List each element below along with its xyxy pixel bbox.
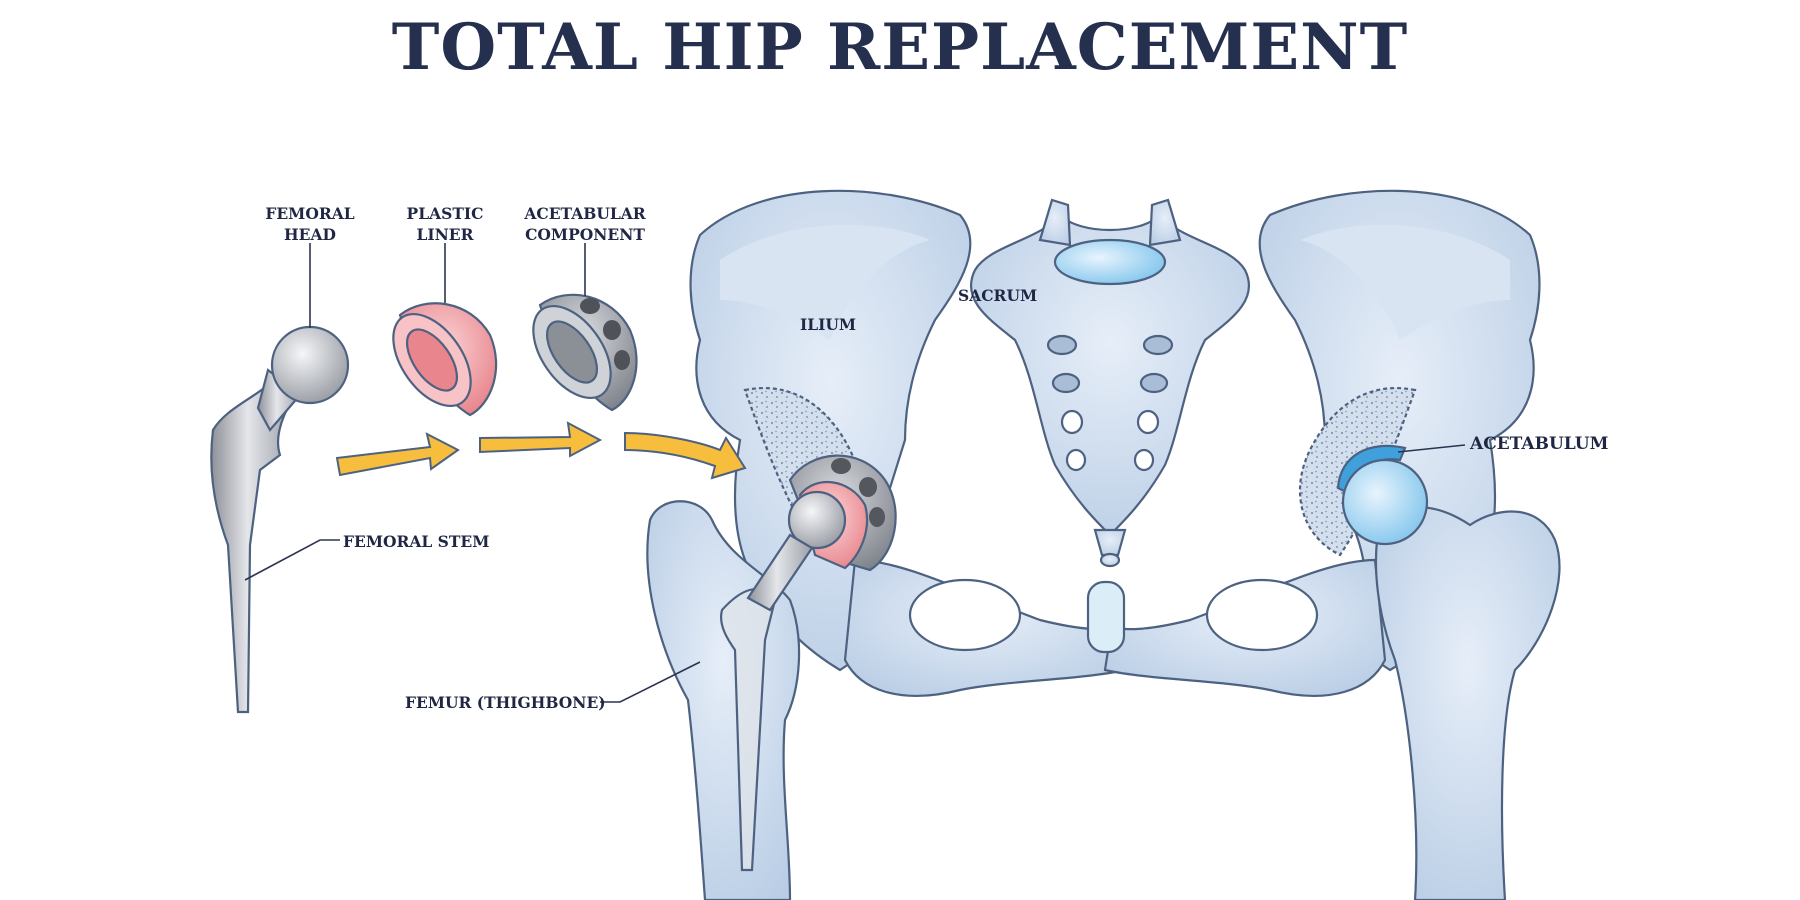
label-femur: FEMUR (THIGHBONE) (405, 693, 606, 712)
right-natural-femur (1336, 444, 1561, 900)
arrow-2 (479, 421, 603, 458)
label-plastic-liner-line2: LINER (416, 225, 474, 244)
label-plastic-liner: PLASTIC LINER (385, 203, 505, 245)
label-femoral-stem: FEMORAL STEM (343, 532, 490, 551)
label-sacrum: SACRUM (958, 286, 1038, 305)
sacral-disc (1053, 238, 1167, 286)
page-title: TOTAL HIP REPLACEMENT (391, 10, 1409, 85)
exploded-acetabular-cup (532, 293, 638, 412)
pelvis (689, 189, 1541, 697)
label-plastic-liner-line1: PLASTIC (406, 204, 484, 223)
right-femoral-head (1341, 458, 1429, 546)
label-ilium: ILIUM (800, 315, 857, 334)
left-femur-implant (646, 454, 897, 900)
exploded-femoral-stem (210, 325, 350, 714)
label-femoral-head-line2: HEAD (284, 225, 336, 244)
label-femoral-head-line1: FEMORAL (265, 204, 355, 223)
label-acetabular-component-line1: ACETABULAR (524, 204, 646, 223)
leader-lines (244, 243, 1466, 703)
pubic-symphysis (1086, 580, 1126, 654)
exploded-plastic-liner (392, 302, 498, 417)
assembly-arrows (335, 421, 747, 480)
arrow-1 (335, 432, 460, 477)
exploded-femoral-head (270, 325, 350, 405)
label-acetabular-component-line2: COMPONENT (525, 225, 645, 244)
label-acetabulum: ACETABULUM (1470, 434, 1609, 454)
label-acetabular-component: ACETABULAR COMPONENT (510, 203, 660, 245)
arrow-3 (624, 431, 747, 480)
label-femoral-head: FEMORAL HEAD (250, 203, 370, 245)
sacrum-bone (969, 213, 1251, 537)
